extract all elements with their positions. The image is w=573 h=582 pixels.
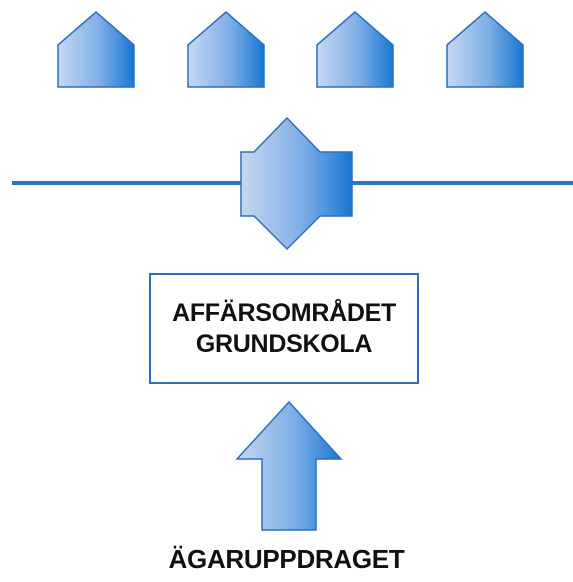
house-icon-4 (446, 11, 524, 88)
business-area-box: AFFÄRSOMRÅDET GRUNDSKOLA (149, 273, 419, 384)
double-arrow-icon (240, 116, 353, 251)
house-icon-1 (57, 11, 135, 88)
box-line-1: AFFÄRSOMRÅDET (172, 298, 396, 327)
box-line-2: GRUNDSKOLA (195, 329, 373, 358)
house-icon-2 (187, 11, 265, 88)
caption: ÄGARUPPDRAGET (168, 544, 405, 574)
up-arrow-icon (235, 400, 343, 531)
house-icon-3 (316, 11, 394, 88)
